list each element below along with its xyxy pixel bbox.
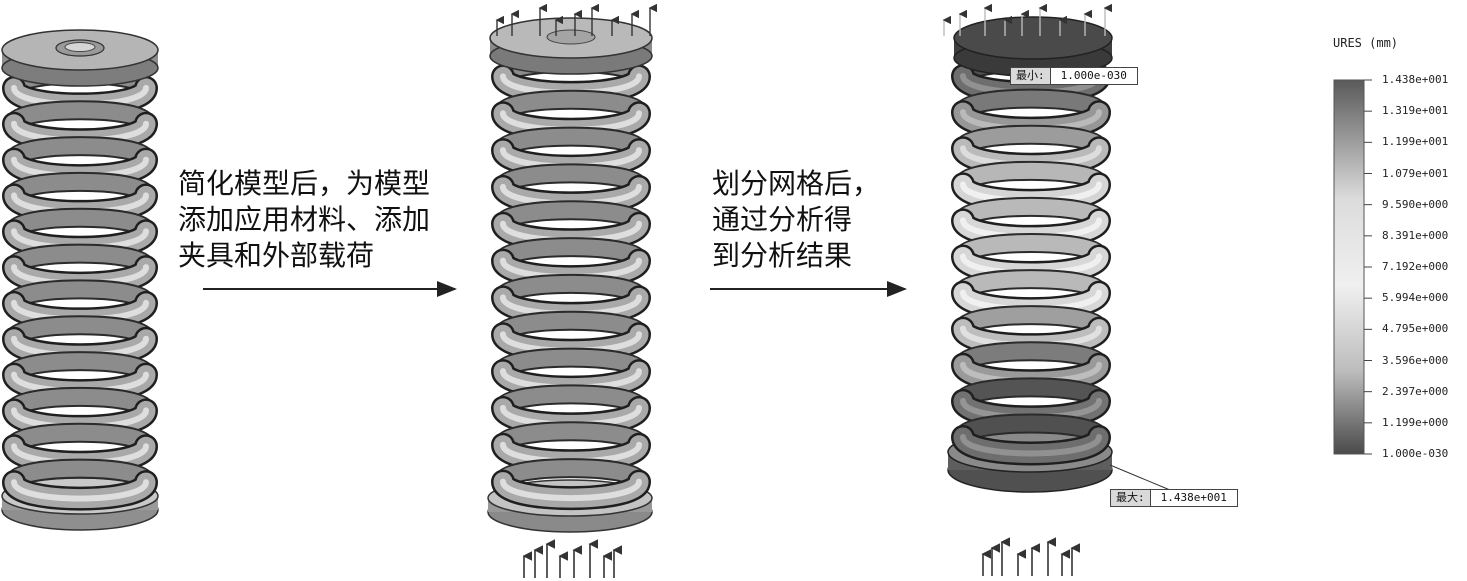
spring-original	[1, 29, 159, 531]
coil-front	[11, 479, 149, 502]
max-probe: 最大: 1.438e+001	[1110, 489, 1238, 507]
legend-label: 4.795e+000	[1382, 322, 1449, 336]
coil-back	[6, 353, 154, 383]
caption-line: 划分网格后，	[712, 167, 881, 200]
coil-back	[955, 126, 1107, 157]
caption-line: 添加应用材料、添加	[178, 203, 431, 236]
coil-back	[955, 307, 1107, 337]
legend-label: 3.596e+000	[1382, 353, 1449, 367]
legend-label: 1.000e-030	[1382, 447, 1449, 460]
legend-label: 1.319e+001	[1382, 104, 1449, 118]
legend-label: 9.590e+000	[1382, 197, 1449, 211]
coil-back	[495, 128, 647, 159]
coil-back	[6, 424, 154, 455]
coil-back	[495, 165, 647, 195]
max-probe-value: 1.438e+001	[1160, 491, 1227, 504]
legend-label: 5.994e+000	[1382, 291, 1449, 305]
coil-front	[960, 433, 1102, 457]
coil-back	[495, 386, 647, 416]
legend-label: 2.397e+000	[1382, 384, 1449, 398]
coil-back	[955, 343, 1107, 373]
legend-label: 1.438e+001	[1382, 73, 1449, 86]
coil-back	[6, 138, 154, 168]
coil-back	[955, 198, 1107, 229]
legend-colorbar	[1333, 79, 1372, 455]
legend-label: 8.391e+000	[1382, 228, 1449, 242]
min-probe: 最小: 1.000e-030	[1010, 67, 1138, 85]
coil-back	[955, 162, 1107, 193]
coil-back	[495, 349, 647, 380]
caption-line: 夹具和外部载荷	[178, 239, 375, 272]
caption-line: 通过分析得	[712, 203, 853, 236]
coil-back	[6, 281, 154, 311]
legend-label: 1.079e+001	[1382, 166, 1449, 180]
legend-label: 1.199e+000	[1382, 415, 1449, 429]
coil-back	[495, 202, 647, 232]
coil-back	[495, 275, 647, 306]
coil-back	[6, 102, 154, 132]
coil-back	[6, 173, 154, 204]
step-1-caption: 简化模型后，为模型 添加应用材料、添加 夹具和外部载荷	[178, 166, 430, 274]
legend-label: 1.199e+001	[1382, 135, 1449, 149]
spring-with-loads	[487, 3, 657, 578]
legend-label: 7.192e+000	[1382, 260, 1449, 273]
max-probe-label: 最大:	[1111, 490, 1151, 506]
coil-back	[6, 388, 154, 419]
coil-back	[955, 235, 1107, 265]
coil-back	[495, 239, 647, 269]
coil-back	[495, 423, 647, 453]
coil-back	[955, 379, 1107, 409]
step-2-caption: 划分网格后， 通过分析得 到分析结果	[712, 166, 880, 274]
coil-front	[500, 478, 642, 502]
min-probe-value: 1.000e-030	[1060, 69, 1127, 82]
coil-back	[495, 312, 647, 343]
caption-line: 简化模型后，为模型	[178, 167, 431, 200]
min-probe-label: 最小:	[1011, 68, 1051, 84]
caption-line: 到分析结果	[712, 239, 853, 272]
coil-back	[6, 245, 154, 276]
coil-back	[495, 91, 647, 122]
coil-back	[6, 209, 154, 240]
coil-back	[6, 317, 154, 347]
coil-back	[955, 271, 1107, 301]
spring-result-plot	[942, 3, 1171, 576]
legend-title: URES (mm)	[1333, 36, 1399, 50]
coil-back	[955, 90, 1107, 121]
